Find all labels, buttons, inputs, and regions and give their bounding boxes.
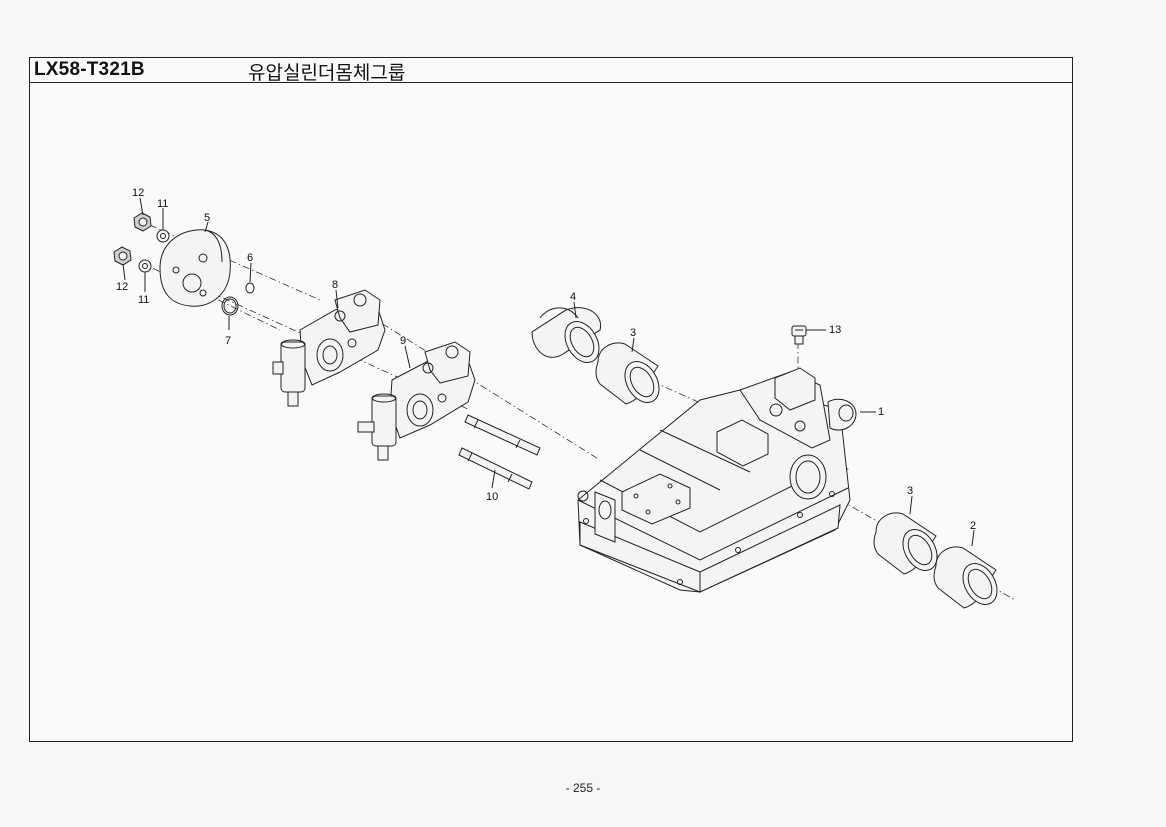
part-9-control-valve: [357, 341, 476, 461]
part-11-washer-upper: [156, 229, 170, 243]
part-1-cylinder-body: [577, 367, 857, 593]
callout-2: 2: [970, 520, 976, 532]
callout-5: 5: [204, 212, 210, 224]
part-group-code: LX58-T321B: [34, 59, 145, 80]
part-11-washer-lower: [138, 259, 152, 273]
part-3-bushing-upper: [595, 342, 660, 405]
callout-12-upper: 12: [132, 187, 144, 199]
callout-11-upper: 11: [157, 198, 168, 210]
drawing-frame: LX58-T321B 유압실린더몸체그룹: [29, 57, 1073, 742]
part-4-bushing: [531, 307, 602, 363]
callout-8: 8: [332, 279, 338, 291]
part-10-stud-bolts: [458, 414, 541, 490]
callout-3-lower: 3: [907, 485, 913, 497]
part-7-o-ring: [221, 296, 239, 316]
callout-11-lower: 11: [138, 294, 149, 306]
callout-13: 13: [829, 324, 841, 336]
page-number: - 255 -: [565, 781, 601, 795]
part-8-control-valve: [272, 289, 386, 407]
part-2-bushing: [933, 546, 998, 609]
part-group-title: 유압실린더몸체그룹: [248, 62, 406, 84]
part-5-cover-plate: [159, 229, 231, 307]
part-12-nut-upper: [133, 212, 152, 232]
part-12-nut-lower: [113, 246, 132, 266]
part-13-breather-plug: [791, 325, 807, 345]
callout-labels: 12 11 5 6 12 11 7 8 9 10 4 3 13 1 3 2: [116, 187, 976, 532]
part-3-bushing-lower: [873, 512, 938, 575]
title-block: LX58-T321B 유압실린더몸체그룹: [30, 58, 1072, 84]
callout-leader-lines: [122, 197, 975, 547]
callout-1: 1: [878, 406, 884, 418]
callout-4: 4: [570, 291, 576, 303]
callout-9: 9: [400, 335, 406, 347]
part-6-o-ring: [245, 282, 255, 294]
callout-3-upper: 3: [630, 327, 636, 339]
callout-6: 6: [247, 252, 253, 264]
callout-7: 7: [225, 335, 231, 347]
callout-10: 10: [486, 491, 498, 503]
callout-12-lower: 12: [116, 281, 128, 293]
